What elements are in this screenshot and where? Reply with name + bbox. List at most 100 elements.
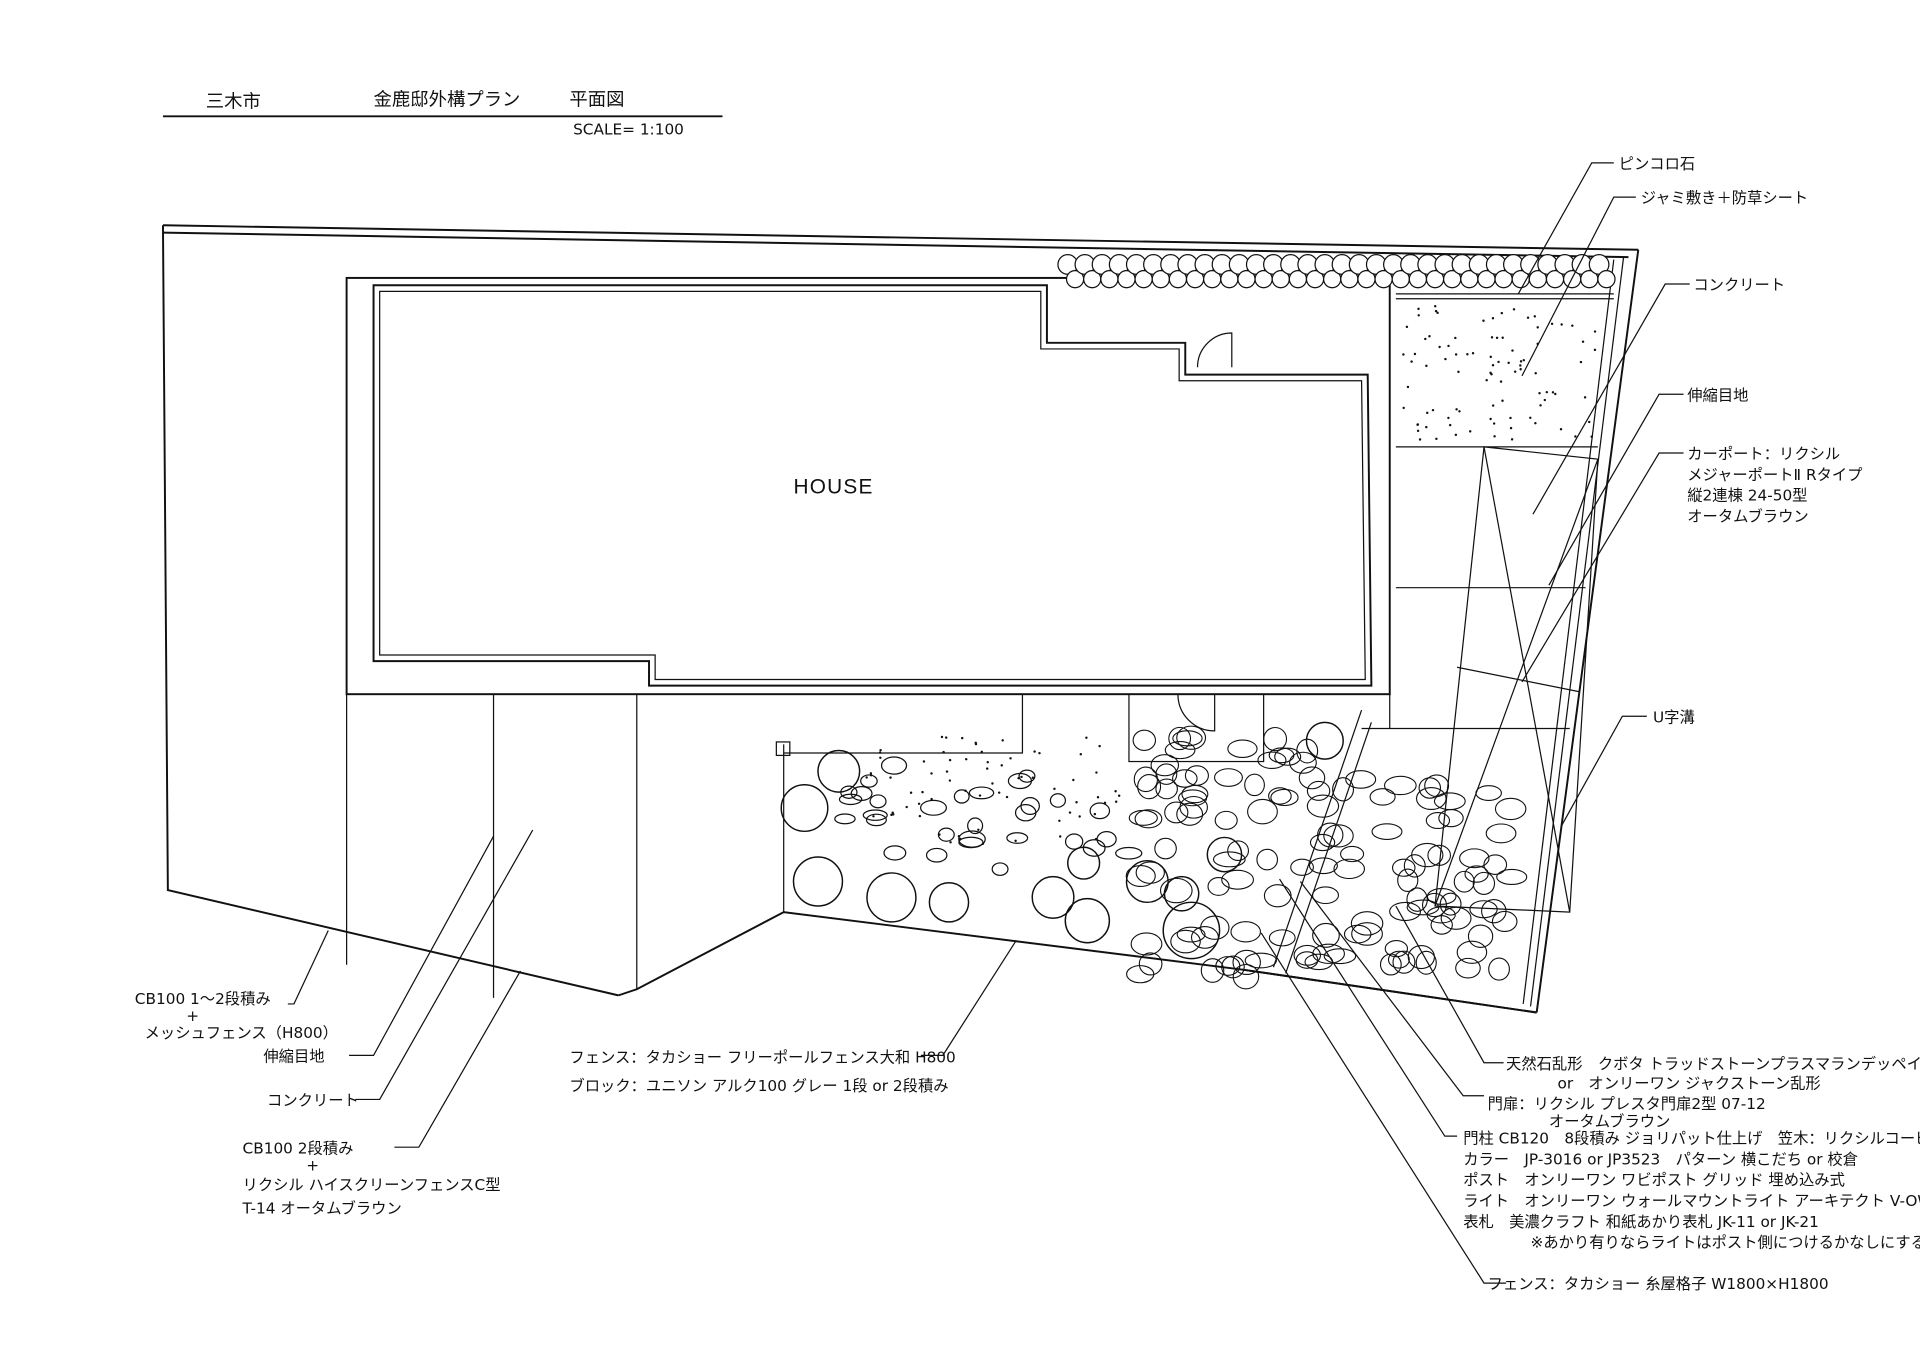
flagstone xyxy=(1268,747,1295,764)
gravel-dot xyxy=(1511,349,1514,352)
flagstone xyxy=(1207,877,1230,896)
gravel-dot xyxy=(997,791,1001,794)
door-swing xyxy=(1196,332,1233,368)
fence-post xyxy=(775,741,791,757)
flagstone xyxy=(1332,777,1355,802)
gravel-dot xyxy=(1425,425,1428,429)
flagstone xyxy=(1164,801,1189,824)
flagstone xyxy=(1293,944,1322,966)
label-block: ブロック：ユニソン アルク100 グレー 1段 or 2段積み xyxy=(569,1077,948,1095)
pebble xyxy=(880,756,908,775)
title-city: 三木市 xyxy=(206,92,261,113)
flagstone xyxy=(1309,833,1336,852)
flagstone xyxy=(1483,854,1508,875)
gravel-dot xyxy=(1454,353,1458,356)
gravel-dot xyxy=(1468,430,1472,433)
gravel-dot xyxy=(1519,368,1522,371)
gravel-dot xyxy=(1428,335,1431,338)
flagstone xyxy=(1433,792,1466,811)
label-cb-screen-2: + xyxy=(306,1156,319,1174)
flagstone xyxy=(1407,945,1435,970)
gravel-dot xyxy=(1513,370,1517,373)
gravel-dot xyxy=(1114,790,1117,793)
gravel-dot xyxy=(1490,336,1494,339)
gravel-dot xyxy=(1402,353,1405,356)
flagstone xyxy=(1176,802,1204,826)
flagstone xyxy=(1475,785,1502,801)
label-gate-1: 門扉：リクシル プレスタ門扉2型 07-12 xyxy=(1488,1095,1766,1113)
gravel-dot xyxy=(1053,787,1056,791)
gravel-dot xyxy=(1031,776,1035,779)
flagstone xyxy=(1230,921,1262,943)
flagstone xyxy=(1343,924,1372,944)
gravel-dot xyxy=(1417,314,1420,317)
round-stone xyxy=(1064,897,1111,944)
flagstone xyxy=(1159,877,1193,904)
gravel-dot xyxy=(977,828,980,832)
title-block: 三木市 金鹿邸外構プラン 平面図 SCALE= 1:100 xyxy=(162,89,723,139)
gravel-dot xyxy=(1426,411,1429,415)
flagstone xyxy=(1391,858,1416,877)
gravel-dot xyxy=(1117,794,1121,797)
flagstone xyxy=(1485,823,1517,844)
flagstone xyxy=(1290,858,1314,876)
flagstone xyxy=(1312,943,1345,964)
gravel-dot xyxy=(1574,435,1577,438)
pebble xyxy=(1018,769,1036,783)
flagstone xyxy=(1168,726,1192,751)
pebble xyxy=(1089,802,1111,820)
gravel-dot xyxy=(1489,355,1492,359)
gravel-dot xyxy=(1509,426,1513,430)
site-boundary xyxy=(161,224,1640,1014)
flagstone xyxy=(1155,763,1178,785)
flagstone xyxy=(1427,844,1452,866)
gravel-dot xyxy=(1447,416,1450,420)
flagstone xyxy=(1369,788,1396,806)
pebble xyxy=(865,813,887,827)
gravel-dot xyxy=(991,782,994,785)
gravel-dot xyxy=(1551,391,1555,394)
gravel-dot xyxy=(1571,324,1574,327)
house-label: HOUSE xyxy=(793,475,873,498)
flagstone xyxy=(1403,854,1426,878)
gravel-dot xyxy=(1448,423,1452,427)
label-cb-mesh-3: メッシュフェンス（H800） xyxy=(145,1024,338,1042)
gravel-dot xyxy=(948,779,952,782)
label-gate-2: オータムブラウン xyxy=(1549,1112,1670,1130)
pebble xyxy=(953,789,970,804)
shrub xyxy=(1597,269,1616,289)
gravel-dot xyxy=(1009,757,1012,760)
pebble xyxy=(862,809,888,821)
flagstone xyxy=(1137,774,1162,800)
gravel-dot xyxy=(1543,398,1547,402)
gravel-dot xyxy=(921,790,924,794)
gravel-dot xyxy=(1491,317,1495,320)
flagstone xyxy=(1164,741,1196,760)
gravel-dot xyxy=(1000,764,1003,767)
label-fence-lattice: フェンス：タカショー 糸屋格子 W1800×H1800 xyxy=(1488,1275,1829,1293)
flagstone xyxy=(1138,952,1163,976)
round-stone xyxy=(792,856,844,907)
gravel-dot xyxy=(1536,326,1539,329)
gravel-dot xyxy=(1526,316,1530,319)
flagstone xyxy=(1200,958,1225,983)
flagstone xyxy=(1270,788,1299,807)
gravel-dot xyxy=(1001,739,1004,742)
flagstone xyxy=(1472,871,1496,895)
flagstone xyxy=(1411,842,1444,868)
flagstone xyxy=(1494,797,1527,821)
flagstone xyxy=(1392,950,1416,974)
gravel-dot xyxy=(1507,361,1510,365)
label-pinkoro: ピンコロ石 xyxy=(1619,155,1695,173)
round-stone xyxy=(866,872,917,923)
gravel-dot xyxy=(917,802,921,806)
flagstone xyxy=(1263,884,1292,908)
labels-bottom-center: フェンス：タカショー フリーポールフェンス大和 H800 ブロック：ユニソン ア… xyxy=(569,1049,955,1095)
label-carport-1: カーポート：リクシル xyxy=(1687,445,1840,463)
gravel-dot xyxy=(1454,336,1457,340)
flagstone xyxy=(1430,915,1453,935)
gravel-dot xyxy=(1501,336,1504,339)
flagstone xyxy=(1130,932,1163,956)
gravel-dot xyxy=(1435,437,1438,441)
gravel-dot xyxy=(1005,795,1009,799)
